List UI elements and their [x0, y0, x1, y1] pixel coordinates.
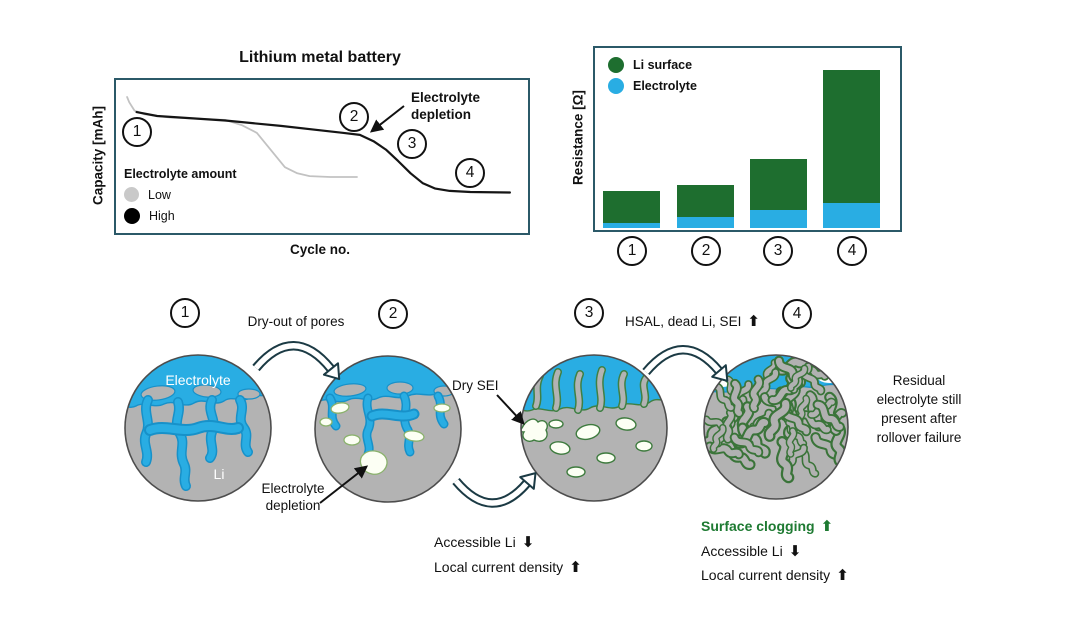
- electrolyte-segment: [750, 210, 807, 228]
- right-effect-surface-clogging: Surface clogging ⬆: [701, 517, 833, 535]
- electrolyte-swatch-icon: [608, 77, 624, 94]
- depletion-annotation: Electrolyte depletion: [411, 89, 496, 123]
- transition-3-4-label: HSAL, dead Li, SEI ⬆: [625, 312, 760, 330]
- capacity-legend-title: Electrolyte amount: [124, 167, 237, 181]
- capacity-curve-high: [135, 110, 511, 194]
- mid-effect-current-density-text: Local current density: [434, 559, 564, 575]
- up-arrow-icon: ⬆: [569, 559, 582, 576]
- legend-label-high: High: [149, 208, 175, 223]
- depletion-annotation-line1: Electrolyte: [411, 90, 481, 105]
- stage-badge-2: 2: [378, 299, 408, 329]
- stage-badge-3: 3: [574, 298, 604, 328]
- capacity-curves: [126, 96, 511, 194]
- up-arrow-icon: ⬆: [820, 518, 834, 535]
- dry-sei-pore: [521, 418, 548, 442]
- resistance-bar-stage-2: [677, 50, 734, 228]
- dry-sei-label: Dry SEI: [452, 378, 499, 393]
- circle1-li-label: Li: [213, 466, 225, 482]
- depletion-pointer-arrow: [369, 105, 405, 133]
- legend-item-low: Low: [124, 184, 237, 205]
- down-arrow-icon: ⬇: [521, 534, 535, 551]
- li-surface-swatch-icon: [608, 56, 624, 73]
- electrolyte-segment: [677, 217, 734, 228]
- capacity-y-axis-label: Capacity [mAh]: [90, 106, 106, 206]
- stage-axis-1-resistance: 1: [617, 236, 647, 266]
- legend-label-electrolyte: Electrolyte: [633, 78, 697, 93]
- resistance-bar-stage-3: [750, 50, 807, 228]
- resistance-bars: [597, 50, 898, 228]
- residual-electrolyte-note: Residual electrolyte still present after…: [876, 373, 962, 445]
- legend-label-low: Low: [148, 187, 171, 202]
- mid-effect-accessible-li-text: Accessible Li: [434, 534, 516, 550]
- transition-1-2-label: Dry-out of pores: [247, 314, 345, 329]
- electrolyte-segment: [823, 203, 880, 228]
- legend-item-li-surface: Li surface: [608, 54, 697, 75]
- low-swatch-icon: [124, 187, 139, 202]
- stage-marker-4-capacity: 4: [455, 158, 485, 188]
- electrolyte-depletion-pointer: [319, 465, 369, 504]
- resistance-y-axis-label: Resistance [Ω]: [570, 90, 586, 185]
- resistance-bar-stage-4: [823, 50, 880, 228]
- stage-marker-2-capacity: 2: [339, 102, 369, 132]
- stage-marker-3-capacity: 3: [397, 129, 427, 159]
- down-arrow-icon: ⬇: [788, 543, 802, 560]
- process-circle-4: [703, 354, 849, 500]
- depleted-pore: [359, 450, 388, 475]
- resistance-legend: Li surface Electrolyte: [608, 54, 697, 96]
- transition-arrow-3-4: [642, 345, 729, 382]
- li-surface-segment: [603, 190, 660, 223]
- right-effect-current-density: Local current density ⬆: [701, 566, 849, 584]
- stage-badge-4: 4: [782, 299, 812, 329]
- stage-badge-1: 1: [170, 298, 200, 328]
- mid-effect-accessible-li: Accessible Li ⬇: [434, 533, 534, 551]
- legend-item-high: High: [124, 205, 237, 226]
- li-surface-segment: [823, 69, 880, 204]
- stage-marker-1-capacity: 1: [122, 117, 152, 147]
- legend-label-li-surface: Li surface: [633, 57, 693, 72]
- li-surface-segment: [750, 158, 807, 211]
- transition-arrow-1-2: [252, 341, 341, 381]
- right-effect-accessible-li-text: Accessible Li: [701, 543, 783, 559]
- right-effect-accessible-li: Accessible Li ⬇: [701, 542, 801, 560]
- stage-axis-3-resistance: 3: [763, 236, 793, 266]
- capacity-x-axis-label: Cycle no.: [289, 242, 351, 257]
- mid-effect-current-density: Local current density ⬆: [434, 558, 582, 576]
- transition-3-4-text: HSAL, dead Li, SEI: [625, 314, 742, 329]
- resistance-chart-plot-box: [593, 46, 902, 232]
- electrolyte-depletion-line1: Electrolyte: [261, 481, 325, 496]
- electrolyte-depletion-line2: depletion: [265, 498, 321, 513]
- stage-axis-2-resistance: 2: [691, 236, 721, 266]
- electrolyte-segment: [603, 222, 660, 228]
- capacity-chart-plot-box: [114, 78, 530, 235]
- surface-clogging-text: Surface clogging: [701, 518, 815, 534]
- dry-sei-pointer: [496, 394, 525, 425]
- electrolyte-depletion-label: Electrolyte depletion: [243, 480, 343, 514]
- legend-item-electrolyte: Electrolyte: [608, 75, 697, 96]
- up-arrow-icon: ⬆: [747, 313, 760, 330]
- depletion-annotation-line2: depletion: [411, 107, 471, 122]
- right-effect-current-density-text: Local current density: [701, 567, 831, 583]
- resistance-bar-stage-1: [603, 50, 660, 228]
- transition-arrow-2-3: [452, 472, 537, 508]
- up-arrow-icon: ⬆: [836, 567, 849, 584]
- capacity-legend: Electrolyte amount Low High: [124, 167, 237, 226]
- capacity-chart-title: Lithium metal battery: [239, 49, 401, 66]
- circle1-electrolyte-label: Electrolyte: [165, 372, 231, 388]
- high-swatch-icon: [124, 207, 140, 224]
- li-surface-segment: [677, 185, 734, 218]
- stage-axis-4-resistance: 4: [837, 236, 867, 266]
